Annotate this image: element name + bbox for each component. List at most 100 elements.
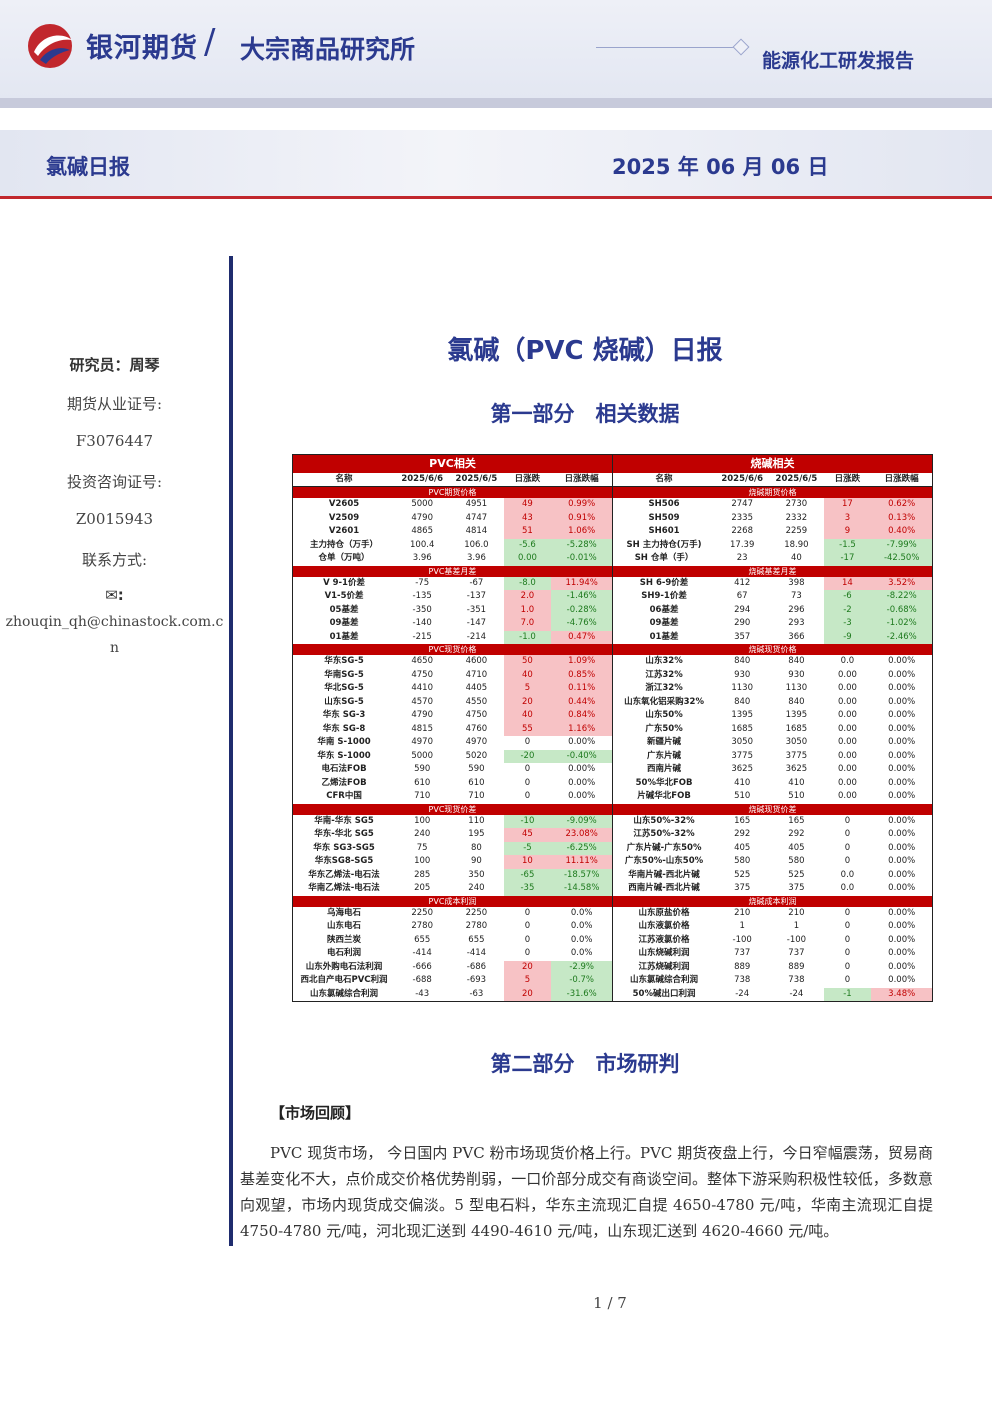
table-cell: 590 bbox=[414, 764, 431, 774]
table-cell: 292 bbox=[734, 829, 751, 839]
table-cell: 山东氯碱综合利润 bbox=[310, 988, 379, 999]
table-cell: 80 bbox=[470, 842, 482, 853]
table-cell: 240 bbox=[414, 829, 431, 839]
department-name: 能源化工研发报告 bbox=[762, 50, 915, 72]
table-cell: 0.84% bbox=[551, 709, 612, 723]
table-cell: 4747 bbox=[465, 512, 488, 523]
table-cell: -75 bbox=[415, 577, 430, 588]
right-col-header: 日涨跌幅 bbox=[871, 473, 932, 487]
table-cell: 889 bbox=[788, 961, 805, 972]
table-cell: 840 bbox=[734, 656, 751, 666]
table-cell: V2605 bbox=[328, 499, 360, 509]
report-band bbox=[0, 130, 992, 196]
left-table-title: PVC相关 bbox=[293, 455, 612, 473]
table-cell: 0.00% bbox=[888, 791, 916, 801]
table-cell: 655 bbox=[414, 934, 431, 945]
table-cell: 738 bbox=[734, 975, 751, 985]
table-cell: 1.0 bbox=[503, 603, 552, 617]
table-cell: 1 bbox=[793, 921, 800, 931]
table-cell: 0.00% bbox=[888, 777, 916, 788]
table-cell: -8.0 bbox=[503, 576, 552, 590]
table-cell: 17 bbox=[823, 498, 872, 512]
right-section-header: 烧碱现货价格 bbox=[613, 644, 932, 655]
table-cell: 710 bbox=[468, 791, 485, 801]
email-line-1[interactable]: zhouqin_qh@chinastock.com.c bbox=[5, 614, 224, 630]
table-cell: 5000 bbox=[411, 750, 433, 761]
table-cell: 525 bbox=[788, 869, 805, 880]
table-cell: -31.6% bbox=[551, 987, 612, 1001]
table-cell: -2.9% bbox=[551, 960, 612, 974]
table-cell: -4.76% bbox=[551, 617, 612, 631]
table-cell: 0.00% bbox=[888, 948, 916, 958]
table-cell: 06基差 bbox=[649, 604, 679, 615]
table-cell: -6 bbox=[823, 590, 872, 604]
right-col-header: 名称 bbox=[613, 473, 716, 487]
table-cell: 73 bbox=[790, 591, 802, 601]
table-cell: 510 bbox=[788, 791, 805, 801]
table-cell: 410 bbox=[788, 777, 805, 788]
table-cell: 0.00% bbox=[888, 921, 916, 931]
table-cell: 乌海电石 bbox=[327, 907, 362, 918]
table-cell: 西北自产电石PVC利润 bbox=[300, 975, 388, 985]
table-cell: 0.0 bbox=[840, 869, 855, 880]
contact-label: 联系方式: bbox=[81, 551, 148, 569]
institute-name: 大宗商品研究所 bbox=[240, 35, 416, 64]
table-cell: 华东 SG3-SG5 bbox=[313, 842, 375, 853]
table-cell: -0.28% bbox=[551, 603, 612, 617]
review-paragraph: PVC 现货市场， 今日国内 PVC 粉市场现货价格上行。PVC 期货夜盘上行，… bbox=[240, 1144, 933, 1240]
table-cell: 0.00% bbox=[888, 961, 916, 972]
table-cell: 50 bbox=[503, 655, 552, 669]
table-cell: 江苏32% bbox=[645, 669, 683, 680]
table-cell: 华东SG-5 bbox=[324, 656, 364, 666]
report-band-rule bbox=[0, 196, 992, 199]
table-cell: 0.00% bbox=[888, 696, 916, 707]
table-cell: 17.39 bbox=[730, 539, 755, 550]
table-cell: 100.4 bbox=[410, 539, 435, 550]
table-cell: 0 bbox=[524, 921, 531, 931]
table-cell: 23 bbox=[736, 553, 748, 563]
table-cell: 20 bbox=[503, 695, 552, 709]
table-cell: -666 bbox=[412, 961, 432, 972]
table-cell: 华东SG8-SG5 bbox=[314, 856, 374, 866]
table-cell: 浙江32% bbox=[645, 683, 683, 693]
table-cell: -65 bbox=[503, 868, 552, 882]
table-cell: 40 bbox=[503, 709, 552, 723]
table-cell: SH 主力持仓(万手) bbox=[626, 539, 702, 550]
report-date: 2025 年 06 月 06 日 bbox=[612, 155, 829, 179]
table-cell: 3.52% bbox=[871, 576, 932, 590]
table-cell: -43 bbox=[415, 988, 430, 999]
table-cell: 0.99% bbox=[551, 498, 612, 512]
table-cell: 0.11% bbox=[551, 682, 612, 696]
galaxy-logo-icon bbox=[28, 24, 72, 68]
table-cell: 华东 SG-3 bbox=[322, 710, 366, 720]
table-cell: 840 bbox=[788, 656, 805, 666]
table-cell: -24 bbox=[789, 988, 804, 999]
table-cell: 296 bbox=[788, 604, 805, 615]
table-cell: -10 bbox=[503, 814, 552, 828]
table-cell: -100 bbox=[732, 934, 752, 945]
table-cell: 0.00% bbox=[888, 907, 916, 918]
table-cell: 90 bbox=[470, 856, 482, 866]
sidebar-divider bbox=[229, 256, 233, 1246]
futures-cert-label: 期货从业证号: bbox=[66, 395, 163, 413]
table-cell: 电石利润 bbox=[327, 948, 362, 958]
table-cell: 738 bbox=[788, 975, 805, 985]
email-line-2[interactable]: n bbox=[109, 640, 120, 656]
table-cell: 195 bbox=[468, 829, 485, 839]
